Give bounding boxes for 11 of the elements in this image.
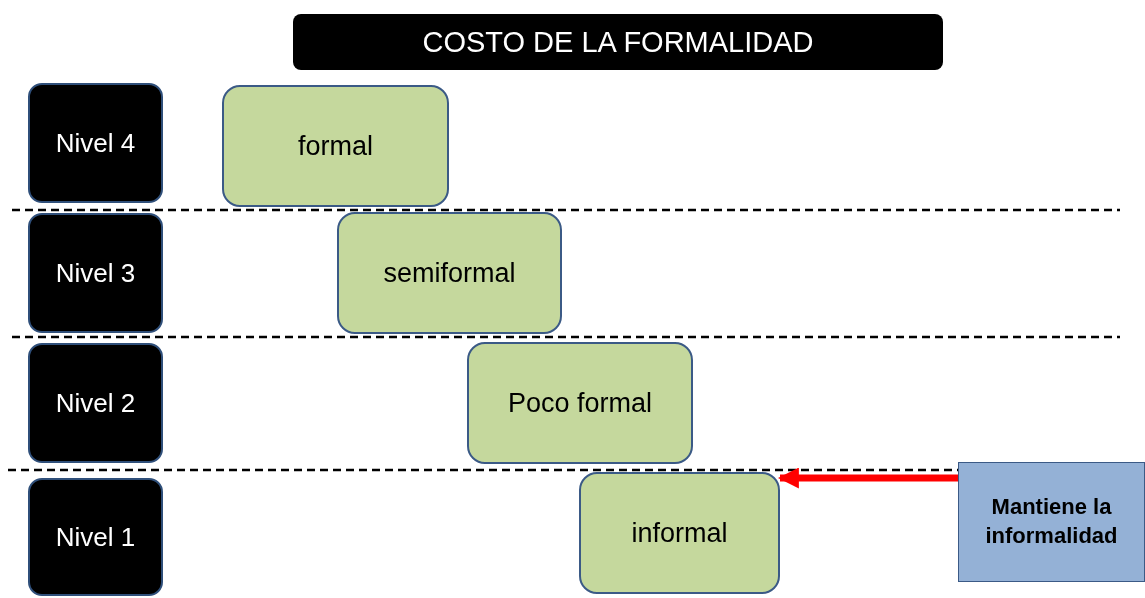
level-box: Nivel 3 — [28, 213, 163, 333]
note-box: Mantiene la informalidad — [958, 462, 1145, 582]
title-banner: COSTO DE LA FORMALIDAD — [293, 14, 943, 70]
stage-box: semiformal — [337, 212, 562, 334]
level-box: Nivel 1 — [28, 478, 163, 596]
stage-box: informal — [579, 472, 780, 594]
level-box: Nivel 2 — [28, 343, 163, 463]
arrow — [777, 467, 958, 489]
level-box: Nivel 4 — [28, 83, 163, 203]
stage-box: formal — [222, 85, 449, 207]
stage-box: Poco formal — [467, 342, 693, 464]
